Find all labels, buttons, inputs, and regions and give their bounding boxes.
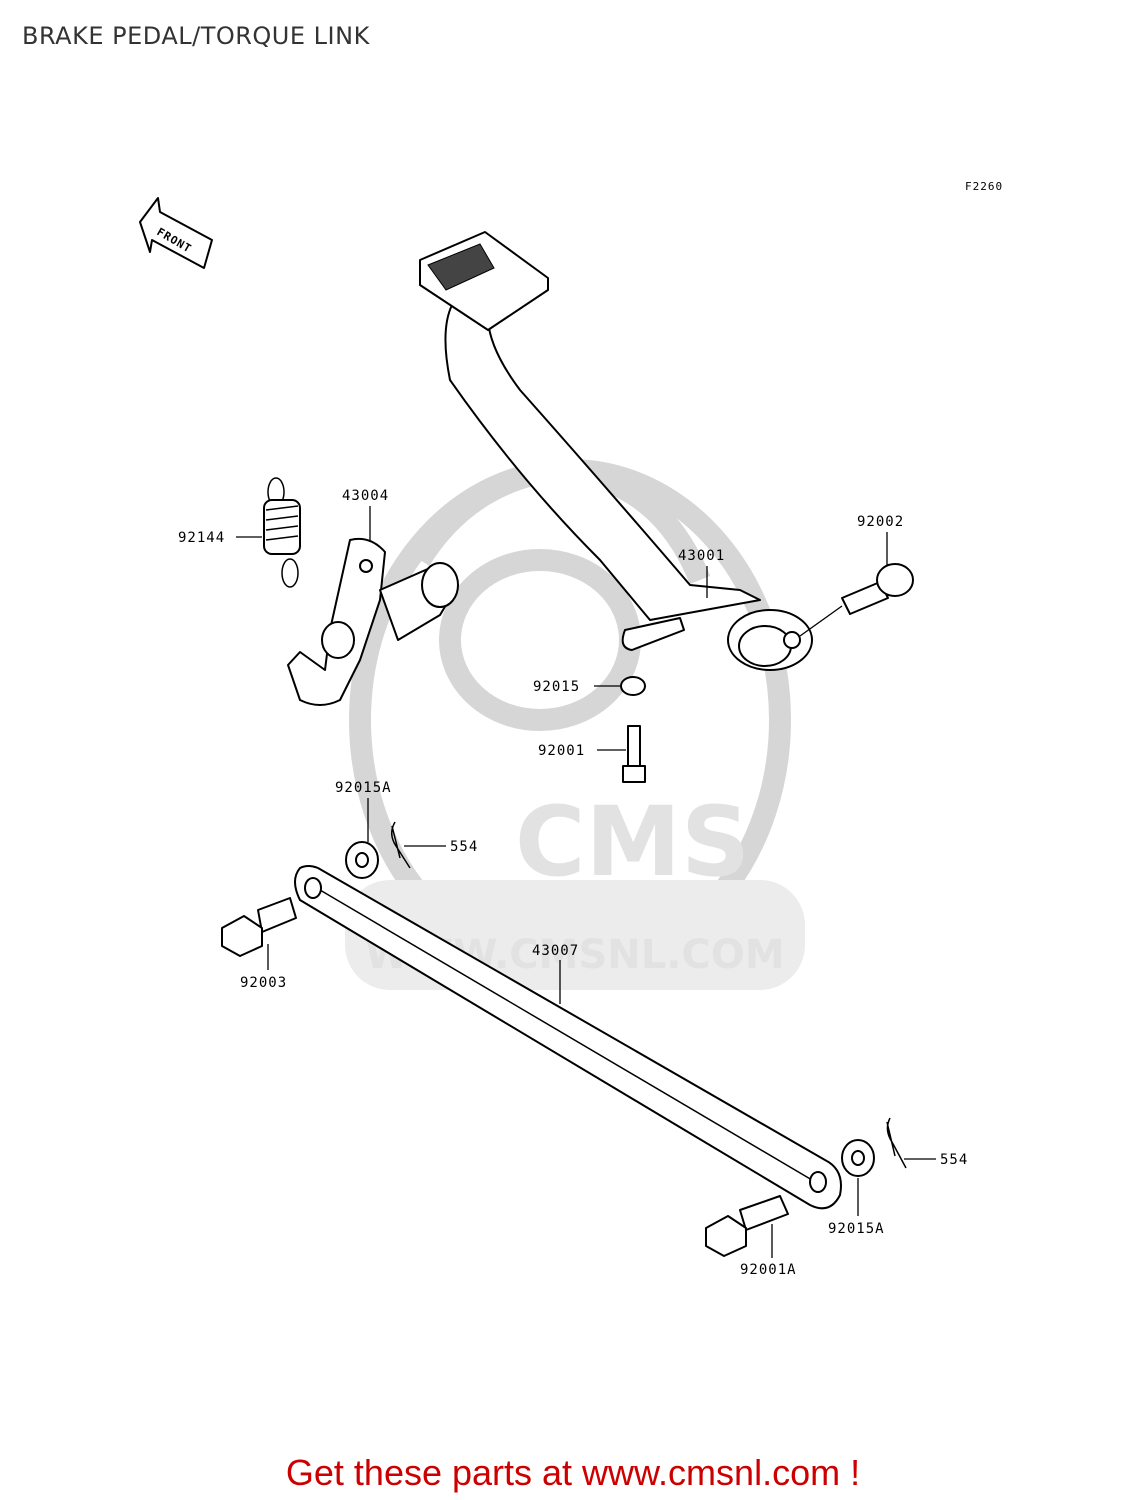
label-92015a-bottom: 92015A	[828, 1221, 885, 1237]
label-92003: 92003	[240, 975, 287, 991]
bolt-92001a	[705, 1195, 789, 1257]
label-92015a-top: 92015A	[335, 780, 392, 796]
figure-code: F2260	[965, 180, 1003, 193]
label-92144: 92144	[178, 530, 225, 546]
parts-diagram: CMS WWW.CMSNL.COM F2260 FRONT	[139, 180, 1003, 1278]
front-arrow-icon: FRONT	[139, 197, 213, 269]
torque-link	[294, 865, 842, 1210]
label-92001a: 92001A	[740, 1262, 797, 1278]
page-title: BRAKE PEDAL/TORQUE LINK	[22, 22, 370, 50]
clip-554-top	[391, 821, 411, 869]
label-43004: 43004	[342, 488, 389, 504]
watermark-brand: CMS	[515, 786, 750, 898]
nut-92015	[620, 676, 646, 696]
label-554-bottom: 554	[940, 1152, 968, 1168]
clip-554-bottom	[886, 1117, 907, 1169]
brake-pedal	[419, 231, 813, 671]
return-spring	[263, 477, 301, 588]
pivot-shaft	[287, 537, 459, 706]
cmsnl-watermark: CMS WWW.CMSNL.COM	[345, 458, 805, 990]
label-92002: 92002	[857, 514, 904, 530]
label-43007: 43007	[532, 943, 579, 959]
label-92015: 92015	[533, 679, 580, 695]
parts-link-banner[interactable]: Get these parts at www.cmsnl.com !	[285, 1452, 861, 1493]
bolt-92002	[841, 563, 914, 615]
label-92001: 92001	[538, 743, 585, 759]
label-554-top: 554	[450, 839, 478, 855]
bolt-92003	[221, 897, 297, 957]
label-43001: 43001	[678, 548, 725, 564]
bolt-92001	[622, 725, 646, 783]
